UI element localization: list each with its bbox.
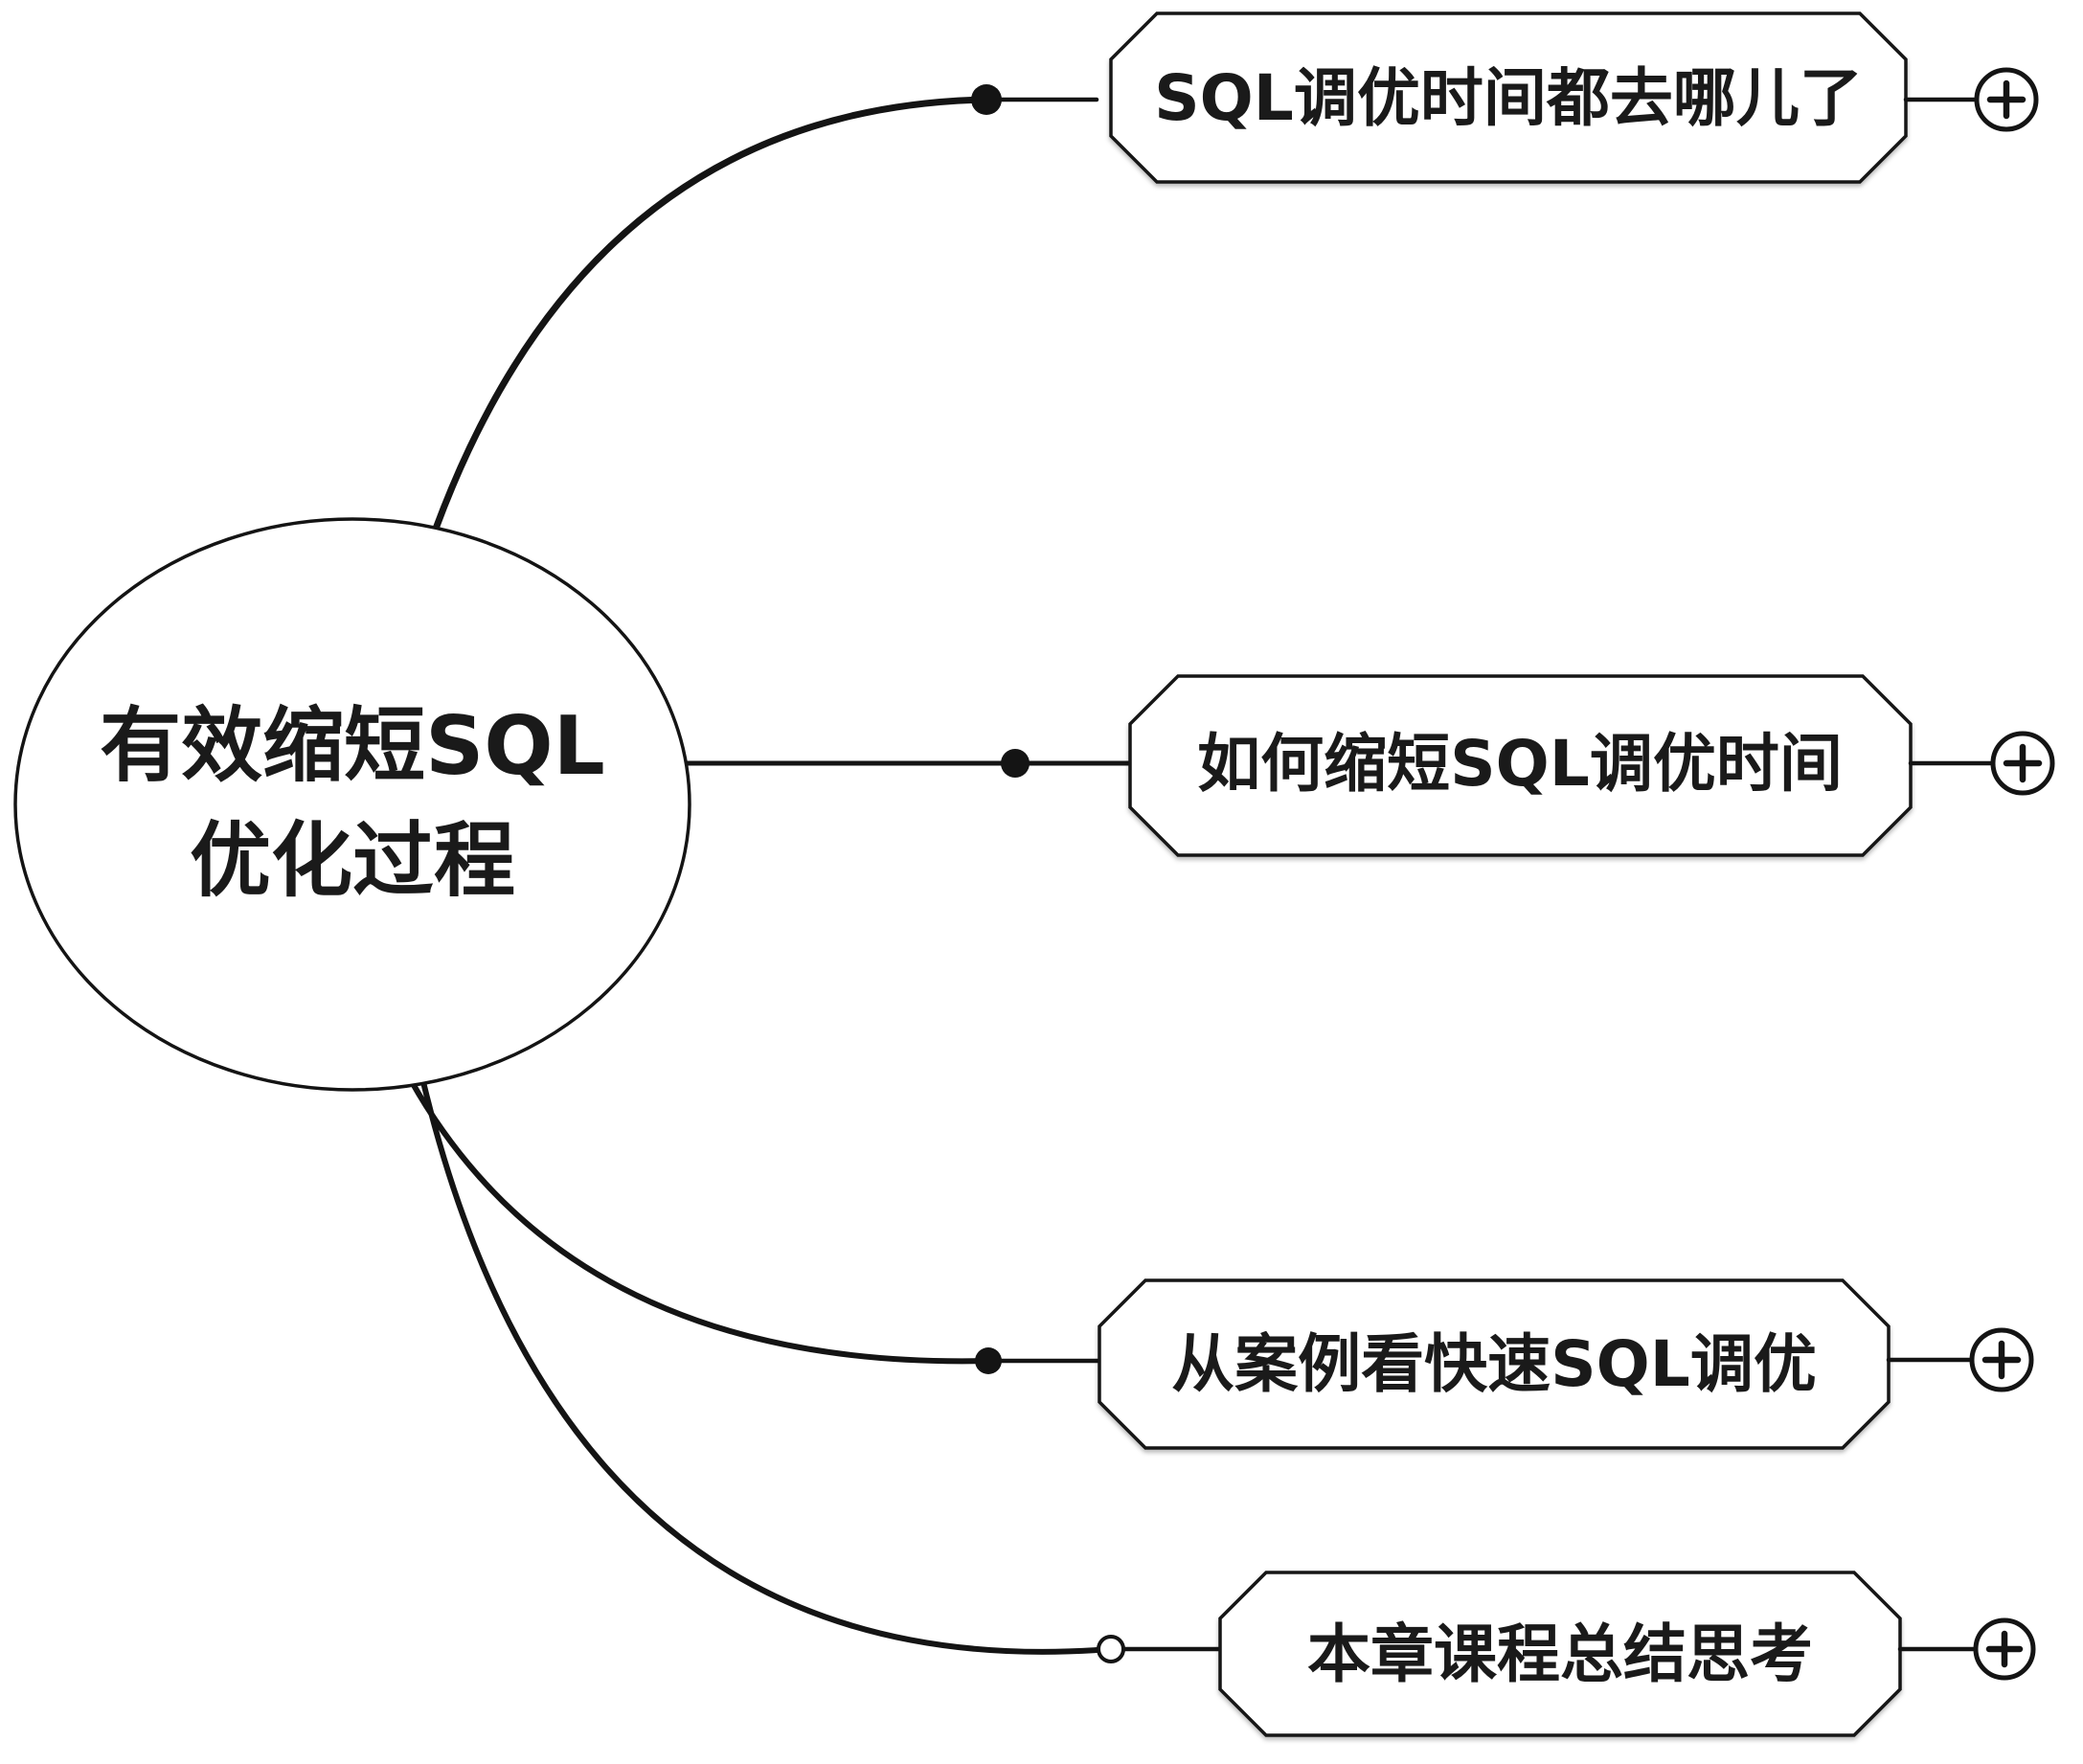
topic-node-1[interactable]: SQL调优时间都去哪儿了	[1109, 11, 1908, 184]
central-topic-shape[interactable]	[13, 517, 691, 1092]
topic-node-3[interactable]: 从案例看快速SQL调优	[1098, 1278, 1891, 1450]
central-topic-label-line2: 优化过程	[190, 814, 515, 909]
topic-node-4-label: 本章课程总结思考	[1307, 1617, 1813, 1691]
central-topic-label-line1: 有效缩短SQL	[100, 699, 605, 794]
branch-connectors	[380, 84, 1223, 1663]
connector-dot-filled-1	[971, 84, 1002, 115]
topic-node-2-label: 如何缩短SQL调优时间	[1197, 727, 1843, 801]
connector-branch-4-curve	[409, 1028, 1114, 1655]
topic-node-4-expander[interactable]	[1897, 1617, 2036, 1681]
connector-dot-hollow-4	[1097, 1635, 1125, 1663]
topic-node-1-label: SQL调优时间都去哪儿了	[1154, 61, 1863, 135]
connector-dot-filled-3	[975, 1347, 1002, 1374]
topic-node-4-shape[interactable]	[1218, 1571, 1902, 1737]
topic-node-2-expander[interactable]	[1908, 731, 2055, 796]
topic-node-3-label: 从案例看快速SQL调优	[1171, 1327, 1817, 1401]
connector-dot-filled-2	[1001, 749, 1030, 778]
connector-branch-1-curve	[432, 96, 990, 532]
topic-node-3-expander[interactable]	[1886, 1327, 2034, 1392]
central-topic-node[interactable]: 有效缩短SQL 优化过程	[13, 517, 691, 1092]
topic-node-2[interactable]: 如何缩短SQL调优时间	[1128, 674, 1913, 857]
topic-node-2-shape[interactable]	[1128, 674, 1913, 857]
topic-node-1-expander[interactable]	[1903, 67, 2039, 132]
topic-node-3-shape[interactable]	[1098, 1278, 1891, 1450]
connector-branch-3-curve	[380, 1022, 991, 1365]
topic-node-4[interactable]: 本章课程总结思考	[1218, 1571, 1902, 1737]
topic-node-1-shape[interactable]	[1109, 11, 1908, 184]
